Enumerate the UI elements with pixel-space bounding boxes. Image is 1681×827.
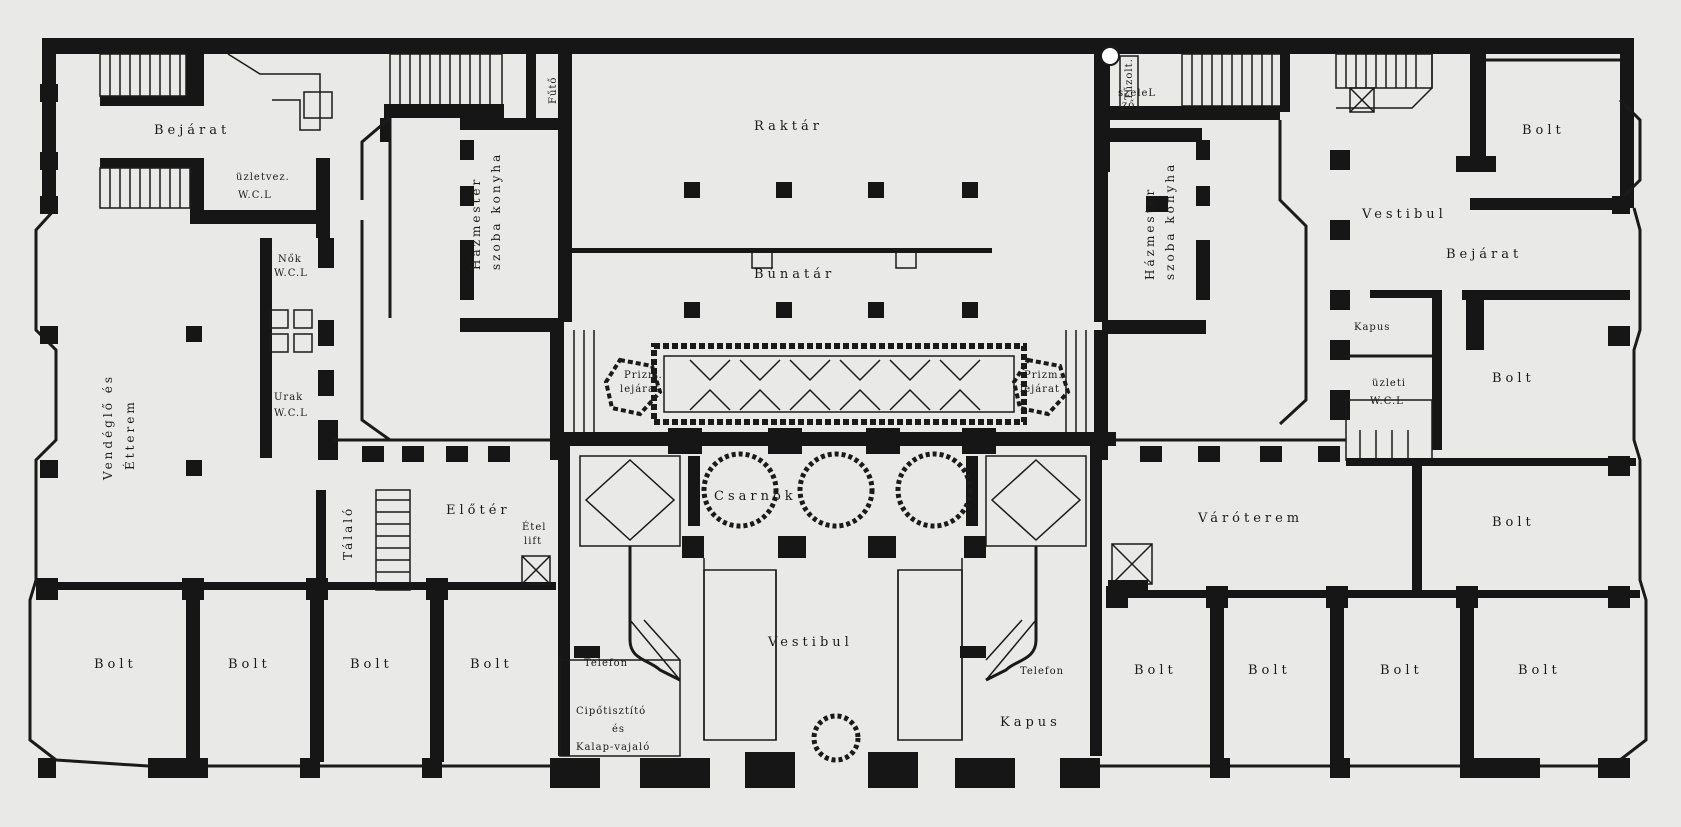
label-bejarat-left: Bejárat bbox=[154, 123, 230, 138]
label-prizma-right-2: lejárat bbox=[1020, 384, 1060, 395]
label-tolalo: Tálaló bbox=[341, 506, 355, 560]
outer-walls bbox=[28, 38, 1648, 788]
label-telefon-left: Telefon bbox=[584, 658, 628, 669]
label-raktar: Raktár bbox=[754, 119, 823, 134]
label-csarnok: Csarnok bbox=[714, 489, 797, 504]
label-urak-wc-2: W.C.L bbox=[274, 408, 308, 419]
label-hazmester-right-1: Házmester bbox=[1143, 187, 1157, 280]
bolt-label: Bolt bbox=[1518, 663, 1561, 678]
right-wing bbox=[1100, 52, 1642, 590]
label-bunatar: Búnatár bbox=[754, 267, 835, 282]
bolt-label: Bolt bbox=[1134, 663, 1177, 678]
label-lift-1: szeleL bbox=[1118, 88, 1156, 99]
bolt-label: Bolt bbox=[350, 657, 393, 672]
label-urak-wc-1: Urak bbox=[274, 392, 303, 403]
label-prizma-right-1: Prizm. bbox=[1024, 370, 1063, 381]
label-vestibul-right: Vestibul bbox=[1361, 207, 1447, 222]
label-uzletvez-wc-1: üzletvez. bbox=[236, 172, 290, 183]
shop-walls bbox=[36, 578, 1640, 762]
bolt-label: Bolt bbox=[1492, 515, 1535, 530]
label-uzleti-wc-1: üzleti bbox=[1372, 378, 1406, 389]
label-futo: Fűtő bbox=[548, 77, 559, 104]
label-nok-wc-2: W.C.L bbox=[274, 268, 308, 279]
label-cipotisztito-3: Kalap-vajaló bbox=[576, 742, 650, 753]
central-hall bbox=[550, 330, 1116, 763]
bolt-label: Bolt bbox=[1522, 123, 1565, 138]
label-kapus-main: Kapus bbox=[1000, 715, 1061, 730]
label-cipotisztito-1: Cipőtisztító bbox=[576, 706, 646, 717]
label-vendeglo-2: Étterem bbox=[122, 399, 137, 470]
bolt-label: Bolt bbox=[1380, 663, 1423, 678]
label-varoterem: Váróterem bbox=[1197, 511, 1303, 526]
label-lift-2: ző bbox=[1122, 100, 1135, 111]
bolt-label: Bolt bbox=[1248, 663, 1291, 678]
left-wing bbox=[40, 52, 564, 591]
labels: Bejárat Raktár Búnatár Vestibul Vestibul… bbox=[94, 58, 1565, 753]
label-nok-wc-1: Nők bbox=[278, 254, 302, 265]
bolt-label: Bolt bbox=[470, 657, 513, 672]
label-telefon-right: Telefon bbox=[1020, 666, 1064, 677]
bolt-label: Bolt bbox=[94, 657, 137, 672]
label-kapus-right: Kapus bbox=[1354, 322, 1390, 333]
label-vendeglo-1: Vendéglő és bbox=[101, 374, 115, 481]
label-hazmester-left-2: szoba konyha bbox=[489, 152, 503, 270]
label-bejarat-right: Bejárat bbox=[1446, 247, 1522, 262]
label-cipotisztito-2: és bbox=[612, 724, 625, 735]
label-uzleti-wc-2: W.C.L bbox=[1370, 396, 1404, 407]
label-prizma-left-1: Prizm. bbox=[624, 370, 663, 381]
label-etel-lift-2: lift bbox=[524, 536, 542, 547]
bolt-label: Bolt bbox=[228, 657, 271, 672]
label-tuzolto: Tűzolt. bbox=[1124, 58, 1135, 100]
label-etel-lift-1: Étel bbox=[522, 521, 546, 533]
label-eloter: Előtér bbox=[446, 503, 511, 518]
label-vestibul-main: Vestibul bbox=[767, 635, 853, 650]
bolt-label: Bolt bbox=[1492, 371, 1535, 386]
label-hazmester-left-1: Házmester bbox=[469, 177, 483, 270]
label-hazmester-right-2: szoba konyha bbox=[1163, 162, 1177, 280]
label-uzletvez-wc-2: W.C.L bbox=[238, 190, 272, 201]
label-prizma-left-2: lejárat bbox=[620, 384, 660, 395]
